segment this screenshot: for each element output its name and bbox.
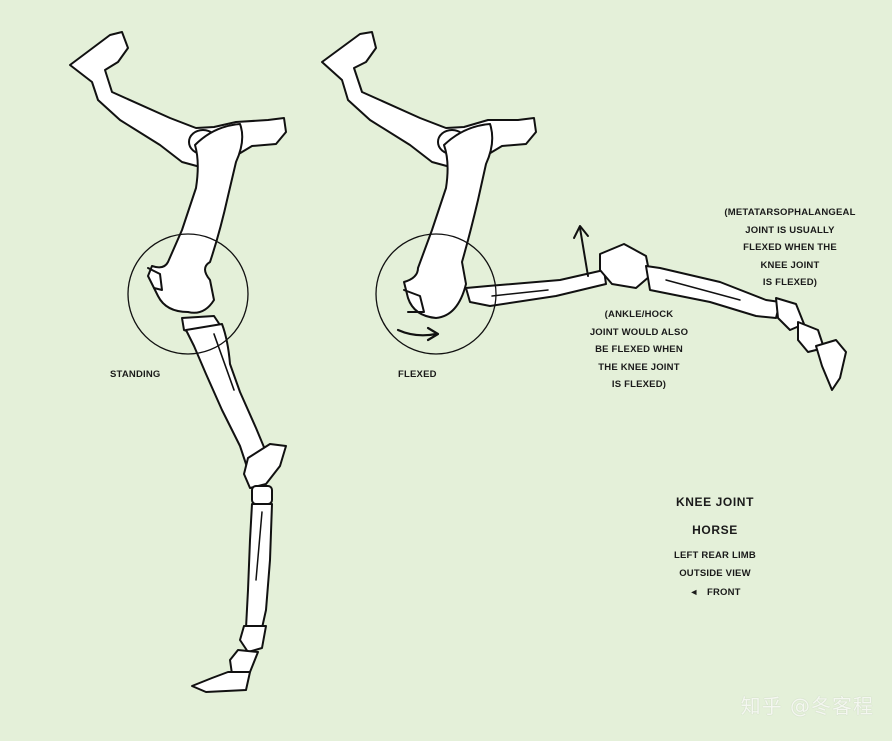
femur-flexed [403, 123, 494, 319]
hoof-flexed [815, 339, 847, 391]
legend-subtitle: HORSE [692, 522, 738, 537]
hoof-standing [191, 671, 251, 693]
note-line: JOINT WOULD ALSO [589, 326, 689, 338]
legend-line2: OUTSIDE VIEW [679, 567, 751, 579]
note-line: (METATARSOPHALANGEAL [724, 207, 856, 218]
cannon-standing [245, 503, 273, 629]
note-line: FLEXED WHEN THE [743, 242, 837, 253]
note-line: THE KNEE JOINT [598, 361, 680, 373]
note-line: KNEE JOINT [760, 259, 820, 271]
legend-title: KNEE JOINT [675, 495, 754, 509]
tibia-flexed [465, 269, 607, 307]
note-line: JOINT IS USUALLY [745, 224, 835, 236]
metatarsal-note: (METATARSOPHALANGEAL JOINT IS USUALLY FL… [720, 204, 860, 292]
pelvis-flexed [321, 31, 537, 169]
tibia-standing [185, 323, 267, 473]
watermark: 知乎 @冬客程 [740, 694, 874, 718]
front-label: FRONT [706, 587, 741, 598]
standing-limb [69, 31, 287, 693]
pelvis-standing [69, 31, 287, 169]
front-arrow-icon: ◄ [689, 587, 699, 597]
femur-standing [147, 123, 244, 314]
note-line: BE FLEXED WHEN [595, 344, 683, 355]
flexed-joint-circle [375, 233, 497, 355]
rotation-arrow [396, 328, 438, 337]
upward-arrow [579, 227, 589, 277]
standing-label: STANDING [110, 369, 161, 380]
ankle-note: (ANKLE/HOCK JOINT WOULD ALSO BE FLEXED W… [574, 306, 704, 394]
flexed-label: FLEXED [398, 369, 437, 380]
legend-line1: LEFT REAR LIMB [674, 550, 756, 561]
legend: KNEE JOINT HORSE LEFT REAR LIMB OUTSIDE … [660, 494, 770, 602]
note-line: IS FLEXED) [611, 379, 667, 390]
note-line: (ANKLE/HOCK [604, 309, 674, 320]
note-line: IS FLEXED) [762, 277, 818, 288]
flexed-limb [321, 31, 847, 391]
front-indicator: ◄ FRONT [660, 584, 770, 602]
standing-joint-circle [127, 233, 249, 355]
